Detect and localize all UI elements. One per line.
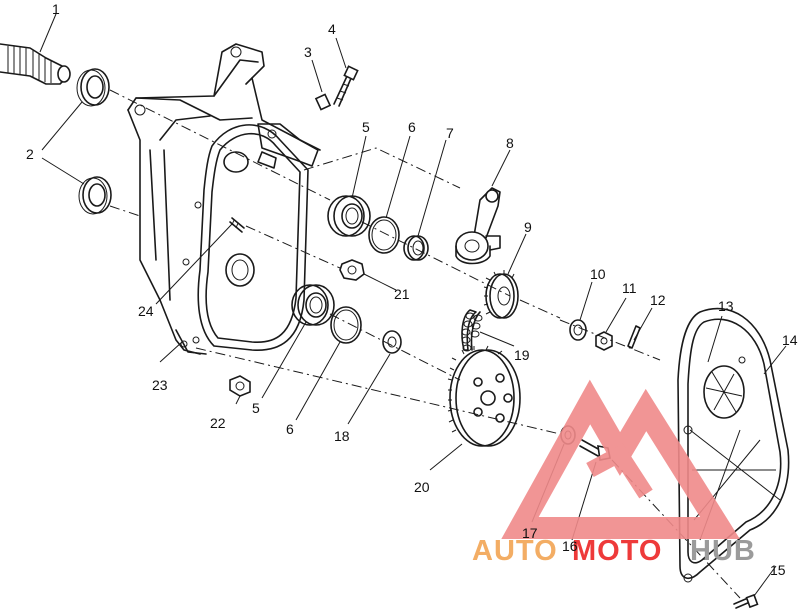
part-24-stud <box>229 217 245 233</box>
callout-numbers: 1 2 3 4 5 5 6 6 7 8 9 10 11 12 13 14 15 … <box>26 1 798 578</box>
assembly-centerlines <box>109 89 741 599</box>
callout-13: 13 <box>718 298 734 314</box>
part-23-chaincase-housing <box>127 43 321 355</box>
callout-20: 20 <box>414 479 430 495</box>
part-14-chaincase-cover <box>677 307 790 583</box>
callout-22: 22 <box>210 415 226 431</box>
part-3-nut <box>314 93 332 111</box>
part-2-seal-upper <box>76 68 110 107</box>
callout-12: 12 <box>650 292 666 308</box>
watermark-text-hub: HUB <box>690 535 756 567</box>
part-8-tensioner-arm <box>455 187 501 265</box>
callout-17: 17 <box>522 525 538 541</box>
watermark-text-auto: AUTO <box>472 535 558 567</box>
callout-9: 9 <box>524 219 532 235</box>
callout-5-lower: 5 <box>252 400 260 416</box>
callout-15: 15 <box>770 562 786 578</box>
callout-16: 16 <box>562 538 578 554</box>
part-6-oring-upper <box>368 216 400 254</box>
part-22-nut <box>229 375 251 397</box>
part-6-oring-lower <box>330 306 362 344</box>
callout-19: 19 <box>514 347 530 363</box>
part-15-screw <box>733 593 759 609</box>
part-18-washer <box>382 330 402 354</box>
part-9-sprocket <box>483 270 519 319</box>
watermark-logo <box>501 379 740 539</box>
part-4-bolt <box>333 65 359 107</box>
callout-1: 1 <box>52 1 60 17</box>
part-5-bearing-lower <box>291 284 335 326</box>
part-10-washer <box>569 319 587 341</box>
callout-11: 11 <box>622 280 637 296</box>
part-21-nut <box>339 259 365 281</box>
part-19-chain <box>461 309 483 352</box>
callout-4: 4 <box>328 21 336 37</box>
callout-18: 18 <box>334 428 350 444</box>
callout-5-upper: 5 <box>362 119 370 135</box>
callout-14: 14 <box>782 332 798 348</box>
callout-6-upper: 6 <box>408 119 416 135</box>
callout-6-lower: 6 <box>286 421 294 437</box>
callout-7: 7 <box>446 125 454 141</box>
part-20-large-sprocket <box>447 345 521 447</box>
part-12-cotter-pin <box>627 325 641 349</box>
part-7-bushing <box>403 235 429 261</box>
callout-2: 2 <box>26 146 34 162</box>
callout-23: 23 <box>152 377 168 393</box>
callout-3: 3 <box>304 44 312 60</box>
part-5-bearing-upper <box>327 195 371 237</box>
part-1-splined-shaft <box>0 43 71 85</box>
watermark-text-moto: MOTO <box>572 535 662 567</box>
part-11-nut <box>595 331 613 351</box>
callout-8: 8 <box>506 135 514 151</box>
part-2-seal-lower <box>78 176 112 215</box>
callout-24: 24 <box>138 303 154 319</box>
callout-10: 10 <box>590 266 606 282</box>
callout-21: 21 <box>394 286 410 302</box>
